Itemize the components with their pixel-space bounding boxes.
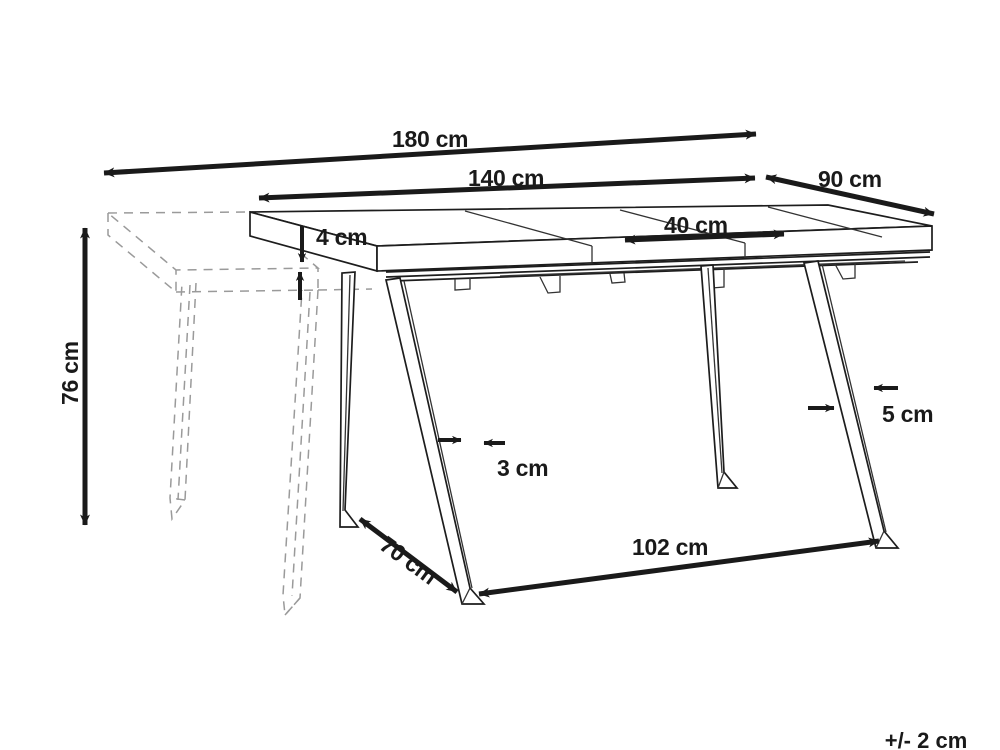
- dimension-76cm: 76 cm: [57, 227, 90, 526]
- dimension-180cm-label: 180 cm: [392, 126, 468, 152]
- dimension-40cm-label: 40 cm: [664, 212, 728, 238]
- dimension-3cm-label: 3 cm: [497, 455, 548, 481]
- dimension-140cm: 140 cm: [258, 165, 756, 203]
- leg-front-right: [802, 260, 900, 549]
- dimension-180cm: 180 cm: [103, 126, 757, 178]
- dimension-90cm-label: 90 cm: [818, 166, 882, 192]
- dimension-76cm-label: 76 cm: [57, 341, 83, 405]
- table-legs: [339, 260, 900, 605]
- dimension-5cm-label: 5 cm: [882, 401, 933, 427]
- dimension-4cm-label: 4 cm: [316, 224, 367, 250]
- dimension-140cm-label: 140 cm: [468, 165, 544, 191]
- dimension-70cm-label: 70 cm: [375, 531, 442, 589]
- dimension-5cm: 5 cm: [808, 383, 934, 427]
- leg-front-left: [384, 277, 486, 605]
- tolerance-note: +/- 2 cm: [885, 728, 968, 750]
- dimension-90cm: 90 cm: [765, 166, 935, 217]
- dimension-102cm-label: 102 cm: [632, 534, 708, 560]
- leg-rear-left: [339, 271, 360, 528]
- ghost-closed-position-outline: [105, 211, 373, 617]
- leg-rear-right: [700, 264, 739, 489]
- tolerance-note-label: +/- 2 cm: [885, 728, 968, 750]
- dimension-70cm: 70 cm: [358, 517, 459, 594]
- dimension-4cm: 4 cm: [295, 224, 368, 300]
- dimension-40cm: 40 cm: [624, 212, 785, 245]
- dimension-3cm: 3 cm: [438, 435, 549, 481]
- tabletop: [249, 204, 933, 273]
- dimension-102cm: 102 cm: [478, 534, 880, 598]
